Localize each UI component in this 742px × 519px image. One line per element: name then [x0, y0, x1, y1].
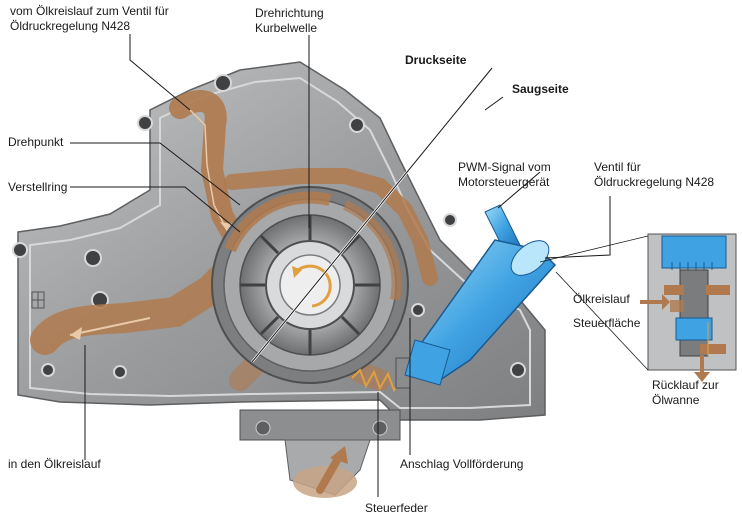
rotor [239, 214, 381, 356]
label-valve: Ventil für Öldruckregelung N428 [594, 160, 714, 190]
leader-lines [70, 34, 611, 497]
label-control-spring: Steuerfeder [365, 501, 428, 515]
label-suction-side: Saugseite [512, 82, 569, 96]
valve-detail-inset [647, 233, 737, 371]
label-return: Rücklauf zur Ölwanne [652, 378, 719, 408]
label-oil-circuit: Ölkreislauf [573, 292, 630, 306]
valve-n428 [404, 204, 557, 386]
label-pivot: Drehpunkt [8, 135, 64, 149]
label-into-oil-circuit: in den Ölkreislauf [8, 457, 101, 471]
label-pwm-signal: PWM-Signal vom Motorsteuergerät [458, 160, 551, 190]
label-adjust-ring: Verstellring [8, 180, 68, 194]
label-pressure-side: Druckseite [405, 53, 467, 67]
label-oil-to-valve: vom Ölkreislauf zum Ventil für Öldruckre… [10, 4, 169, 34]
label-oil-to-valve-line1: vom Ölkreislauf zum Ventil für [10, 4, 169, 18]
label-control-surface: Steuerfläche [573, 316, 641, 330]
label-rotation-line1: Drehrichtung [255, 6, 324, 20]
suction-pipe [239, 409, 401, 498]
label-pwm-line2: Motorsteuergerät [458, 175, 550, 189]
oil-inflow-arrow [640, 294, 670, 310]
label-stop-full-delivery: Anschlag Vollförderung [400, 457, 524, 471]
label-valve-line2: Öldruckregelung N428 [594, 175, 715, 189]
label-rotation: Drehrichtung Kurbelwelle [255, 6, 324, 36]
label-rotation-line2: Kurbelwelle [255, 21, 318, 35]
label-oil-to-valve-line2: Öldruckregelung N428 [10, 19, 131, 33]
label-return-line1: Rücklauf zur [652, 378, 719, 392]
inset-connector-top [539, 235, 649, 263]
pressure-suction-divider-core [251, 67, 493, 363]
label-valve-line1: Ventil für [594, 160, 641, 174]
inset-connector-bottom [555, 271, 649, 371]
label-pwm-line1: PWM-Signal vom [458, 160, 551, 174]
return-outflow-arrow [694, 355, 710, 382]
label-return-line2: Ölwanne [652, 393, 700, 407]
